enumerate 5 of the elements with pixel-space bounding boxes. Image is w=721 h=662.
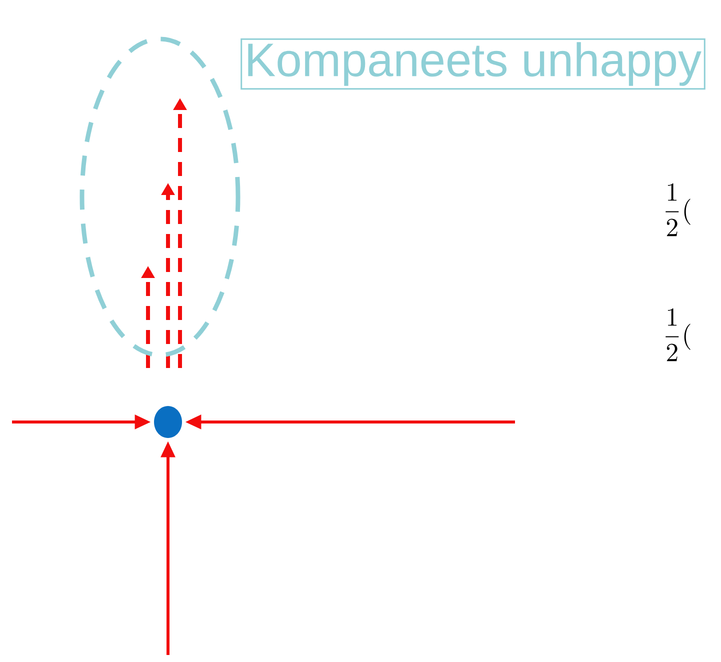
title-box: Kompaneets unhappy: [240, 38, 706, 90]
formula-fragment: $\frac{1}{2}($: [666, 308, 690, 362]
dashed-ellipse: [80, 36, 240, 358]
particle-dot: [154, 406, 182, 438]
formula-fragment: $\frac{1}{2}($: [666, 183, 690, 236]
